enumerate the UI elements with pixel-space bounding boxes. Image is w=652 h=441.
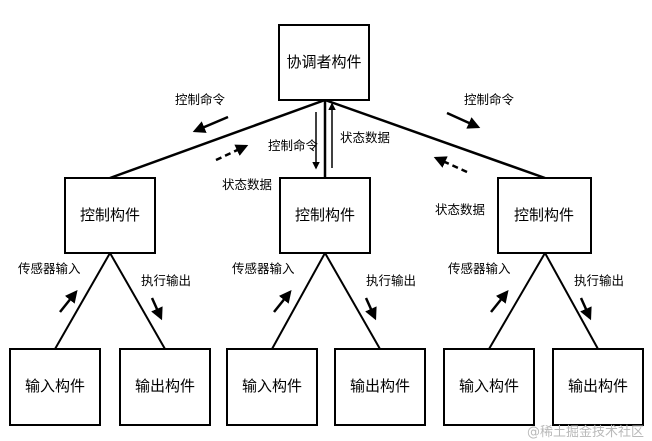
arrow-execute-output-center [364,297,377,321]
controller-node-left: 控制构件 [64,177,156,254]
output-node-left: 输出构件 [119,348,211,426]
label-status-data-right: 状态数据 [435,202,485,217]
label-status-data-center: 状态数据 [340,130,390,145]
coordinator-label: 协调者构件 [286,53,361,71]
output-node-right: 输出构件 [552,348,644,426]
arrow-sensor-input-right [490,290,509,313]
output-label: 输出构件 [568,377,628,395]
edge-left-output [109,252,166,350]
edge-coordinator-left [109,98,326,180]
controller-node-right: 控制构件 [497,177,592,254]
edge-right-output [544,252,599,350]
arrow-execute-output-left [150,297,163,321]
output-node-center: 输出构件 [334,348,426,426]
label-sensor-input-left: 传感器输入 [18,261,81,276]
arrow-status-data-right [433,156,468,174]
controller-node-center: 控制构件 [279,177,371,254]
label-execute-output-right: 执行输出 [574,273,624,288]
label-control-command-left: 控制命令 [175,92,226,107]
label-control-command-right: 控制命令 [464,92,515,107]
arrow-sensor-input-left [59,290,78,313]
label-sensor-input-center: 传感器输入 [232,261,295,276]
controller-label: 控制构件 [514,206,574,224]
edge-right-input [488,252,546,350]
input-node-right: 输入构件 [443,348,535,426]
edge-left-input [54,252,111,350]
input-node-left: 输入构件 [9,348,101,426]
edge-center-output [324,252,381,350]
arrow-execute-output-right [579,297,592,321]
controller-label: 控制构件 [80,206,140,224]
input-label: 输入构件 [25,377,85,395]
input-label: 输入构件 [459,377,519,395]
edge-coordinator-right [324,98,546,180]
output-label: 输出构件 [350,377,410,395]
label-sensor-input-right: 传感器输入 [448,261,511,276]
controller-label: 控制构件 [295,206,355,224]
input-label: 输入构件 [242,377,302,395]
output-label: 输出构件 [135,377,195,395]
arrow-status-data-left [215,144,249,162]
edge-center-input [271,252,326,350]
arrow-control-command-left [192,115,229,133]
coordinator-node: 协调者构件 [278,24,370,101]
label-execute-output-center: 执行输出 [366,273,416,288]
label-control-command-center: 控制命令 [268,138,319,153]
watermark: @稀土掘金技术社区 [527,424,644,440]
arrow-sensor-input-center [273,290,292,313]
arrow-control-command-right [446,111,481,129]
label-execute-output-left: 执行输出 [141,273,191,288]
input-node-center: 输入构件 [226,348,318,426]
label-status-data-left: 状态数据 [222,177,272,192]
